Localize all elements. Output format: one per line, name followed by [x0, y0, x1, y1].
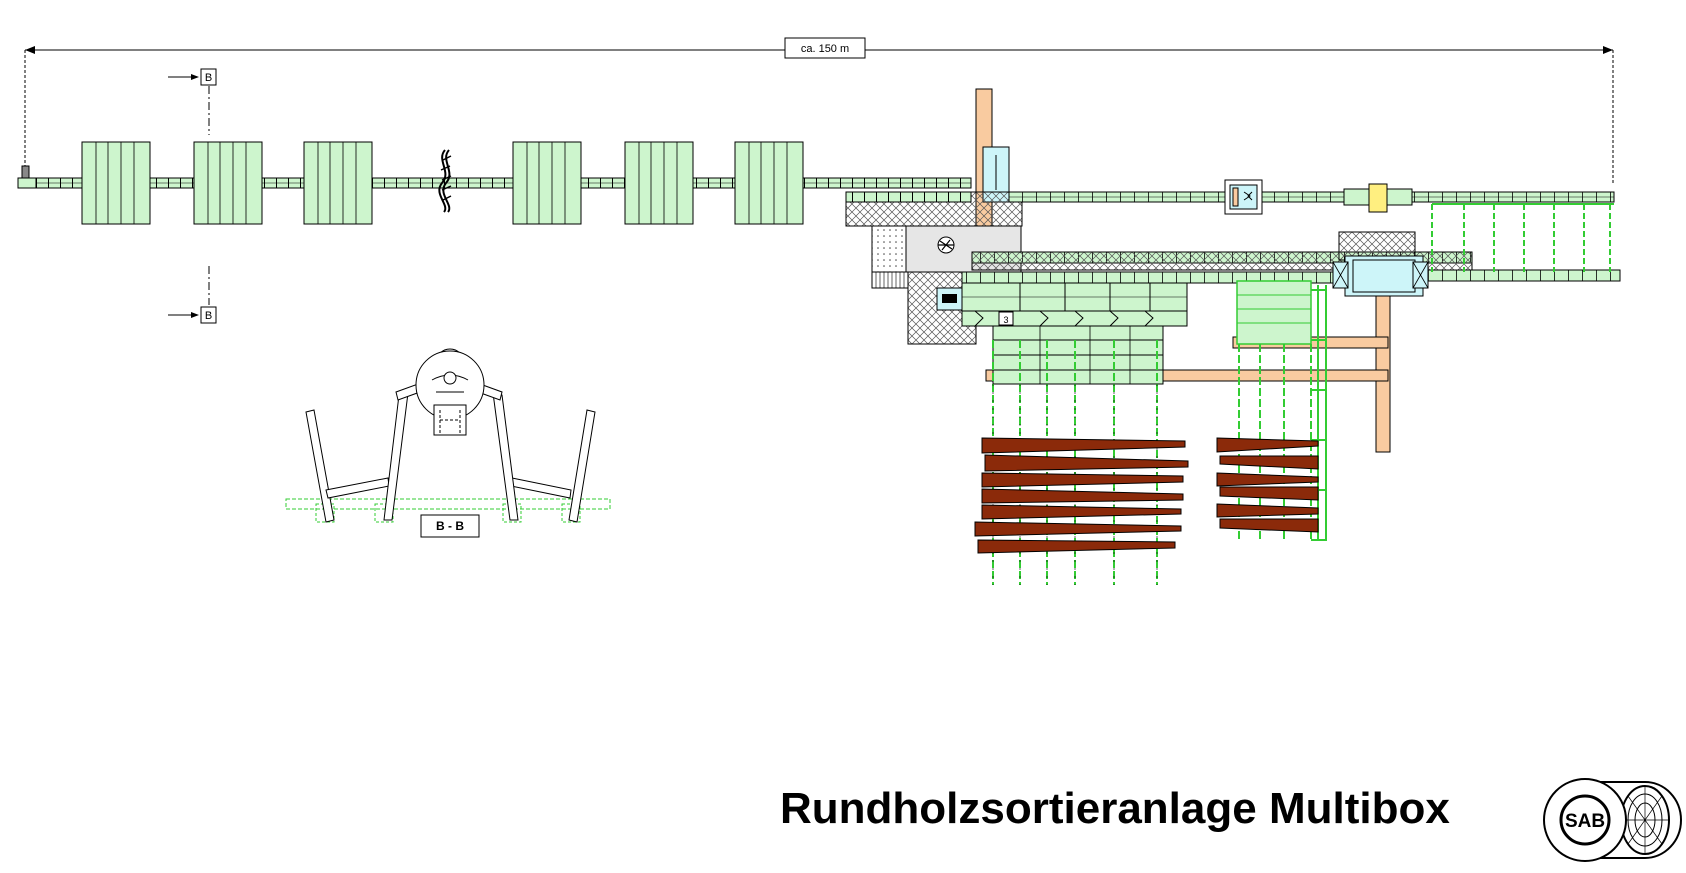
station-number: 3 [1003, 315, 1008, 325]
log-deck [303, 141, 373, 225]
logo-initials: SAB [1565, 811, 1605, 832]
log-deck-group-left [81, 141, 373, 225]
drawing-title: Rundholzsortieranlage Multibox [780, 784, 1450, 833]
yellow-unit [1343, 183, 1413, 213]
main-conveyor-right [961, 191, 1621, 284]
log-deck [624, 141, 694, 225]
log-deck [512, 141, 582, 225]
section-label: B - B [436, 519, 464, 533]
multibox-sorter: 3 [936, 282, 1188, 385]
log-deck [193, 141, 263, 225]
section-marker-top-letter: B [205, 72, 212, 84]
dimension-label: ca. 150 m [801, 43, 849, 55]
sorting-station-small [1224, 179, 1263, 215]
overall-dimension: ca. 150 m [24, 37, 1614, 185]
log-pile-left [974, 437, 1189, 554]
section-marker-top: B [168, 68, 217, 135]
break-symbol [438, 149, 452, 213]
log-storage-bays-right [1236, 280, 1327, 541]
transfer-box [1332, 231, 1429, 297]
crosswise-ladder-right [1431, 203, 1614, 272]
infeed-conveyor [17, 165, 972, 189]
log-deck [81, 141, 151, 225]
sab-logo: SAB [1543, 778, 1682, 862]
hatched-platform [845, 191, 1023, 345]
section-marker-bottom-letter: B [205, 310, 212, 322]
section-view-b-b: B - B [285, 348, 611, 538]
log-deck [734, 141, 804, 225]
section-marker-bottom: B [168, 266, 217, 324]
log-deck-group-right [512, 141, 804, 225]
log-pile-right [1216, 437, 1319, 533]
